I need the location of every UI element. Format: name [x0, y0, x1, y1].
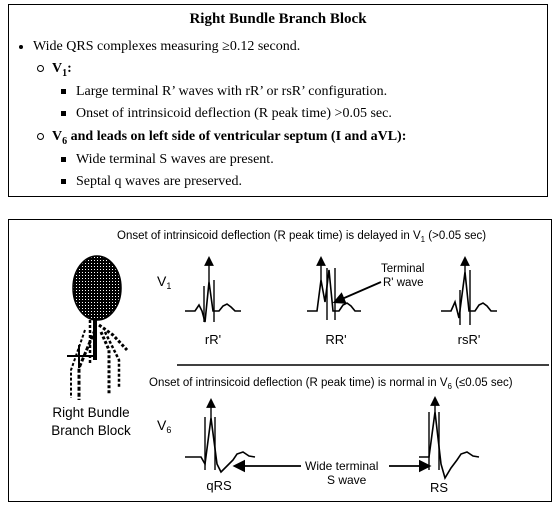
- v6-item-2: Septal q waves are preserved.: [61, 174, 242, 190]
- caption-top: Onset of intrinsicoid deflection (R peak…: [117, 230, 486, 244]
- ring-bullet-icon: [37, 65, 44, 73]
- complex-label-rR: rR': [205, 332, 221, 347]
- complex-label-rsR: rsR': [458, 332, 481, 347]
- v6-lead-label: V6: [157, 417, 171, 435]
- v1-lead-label: V1: [157, 273, 171, 291]
- heart-icon: [72, 255, 122, 321]
- square-bullet-icon: [61, 89, 66, 95]
- summary-box: Right Bundle Branch Block Wide QRS compl…: [8, 4, 548, 197]
- terminal-arrow: [332, 281, 382, 304]
- main-bullet: Wide QRS complexes measuring ≥0.12 secon…: [19, 39, 300, 55]
- summary-title: Right Bundle Branch Block: [189, 11, 367, 27]
- v6-complex-qRS: [185, 398, 256, 474]
- v6-heading: V6 and leads on left side of ventricular…: [37, 129, 406, 147]
- v6-complex-RS: [419, 396, 480, 480]
- wide-label-line-1: Wide terminal: [305, 459, 378, 473]
- v1-item-2: Onset of intrinsicoid deflection (R peak…: [61, 106, 392, 122]
- complex-label-RR: RR': [325, 332, 346, 347]
- terminal-label-line-2: R' wave: [383, 277, 424, 289]
- bullet-icon: [19, 44, 23, 49]
- square-bullet-icon: [61, 157, 66, 163]
- main-bullet-text: Wide QRS complexes measuring ≥0.12 secon…: [33, 39, 301, 54]
- v1-item-1: Large terminal R’ waves with rR’ or rsR’…: [61, 84, 387, 100]
- square-bullet-icon: [61, 179, 66, 185]
- complex-label-qRS: qRS: [206, 478, 232, 493]
- figure-caption-line-1: Right Bundle: [52, 405, 129, 420]
- figure-caption-line-2: Branch Block: [51, 423, 131, 438]
- v1-complex-rsR: [441, 256, 497, 325]
- ring-bullet-icon: [37, 133, 44, 141]
- wide-label-line-2: S wave: [327, 473, 367, 487]
- v1-complex-RR: [307, 256, 361, 320]
- v6-item-1: Wide terminal S waves are present.: [61, 152, 274, 168]
- v1-heading: V1:: [37, 61, 72, 79]
- ecg-diagram-box: Onset of intrinsicoid deflection (R peak…: [8, 219, 552, 502]
- complex-label-RS: RS: [430, 480, 448, 495]
- square-bullet-icon: [61, 111, 66, 117]
- ecg-diagram: Onset of intrinsicoid deflection (R peak…: [51, 230, 549, 495]
- terminal-label-line-1: Terminal: [381, 263, 424, 275]
- v1-complex-rR: [185, 256, 241, 323]
- heart-conduction-figure: [67, 255, 129, 400]
- caption-mid: Onset of intrinsicoid deflection (R peak…: [149, 377, 513, 391]
